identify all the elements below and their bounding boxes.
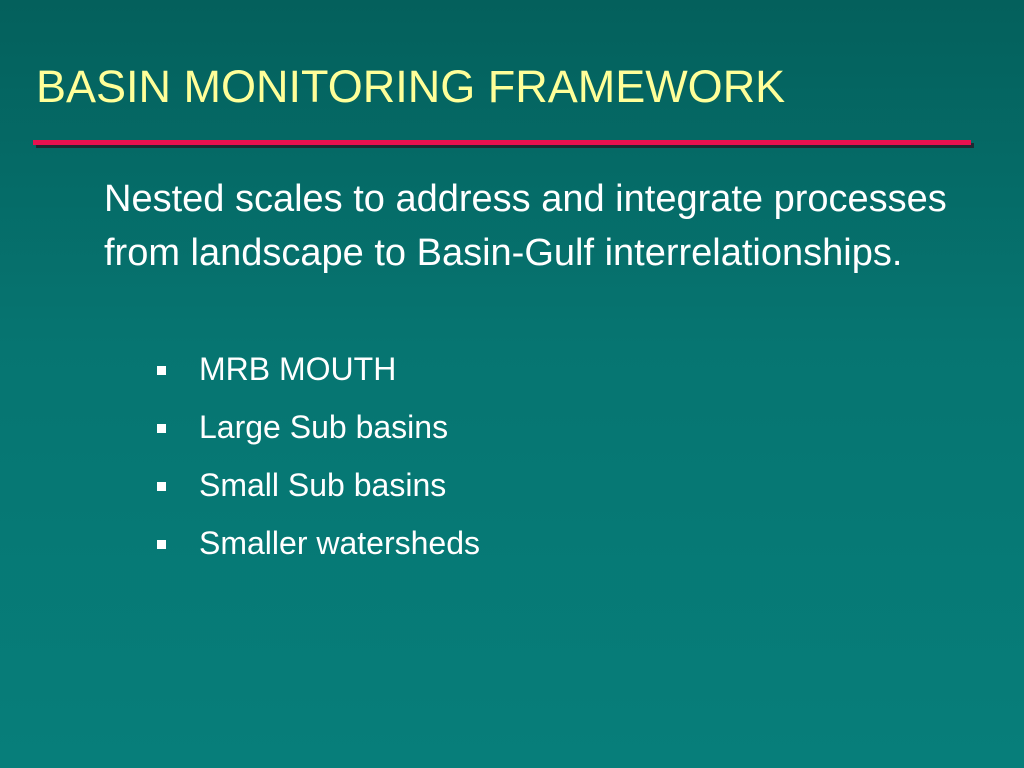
bullet-label: Smaller watersheds — [199, 524, 480, 561]
list-item: Large Sub basins — [157, 398, 480, 456]
list-item: Small Sub basins — [157, 456, 480, 514]
list-item: Smaller watersheds — [157, 514, 480, 572]
square-bullet-icon — [157, 365, 166, 375]
main-text: Nested scales to address and integrate p… — [104, 178, 947, 274]
bullet-label: MRB MOUTH — [199, 350, 397, 387]
slide-title: BASIN MONITORING FRAMEWORK — [36, 61, 786, 112]
square-bullet-icon — [157, 481, 166, 491]
bullet-label: Small Sub basins — [199, 466, 447, 503]
list-item: MRB MOUTH — [157, 340, 480, 398]
bullet-list: MRB MOUTH Large Sub basins Small Sub bas… — [157, 340, 480, 572]
bullet-label: Large Sub basins — [199, 408, 449, 445]
title-divider — [33, 140, 971, 145]
square-bullet-icon — [157, 423, 166, 433]
square-bullet-icon — [157, 539, 166, 549]
